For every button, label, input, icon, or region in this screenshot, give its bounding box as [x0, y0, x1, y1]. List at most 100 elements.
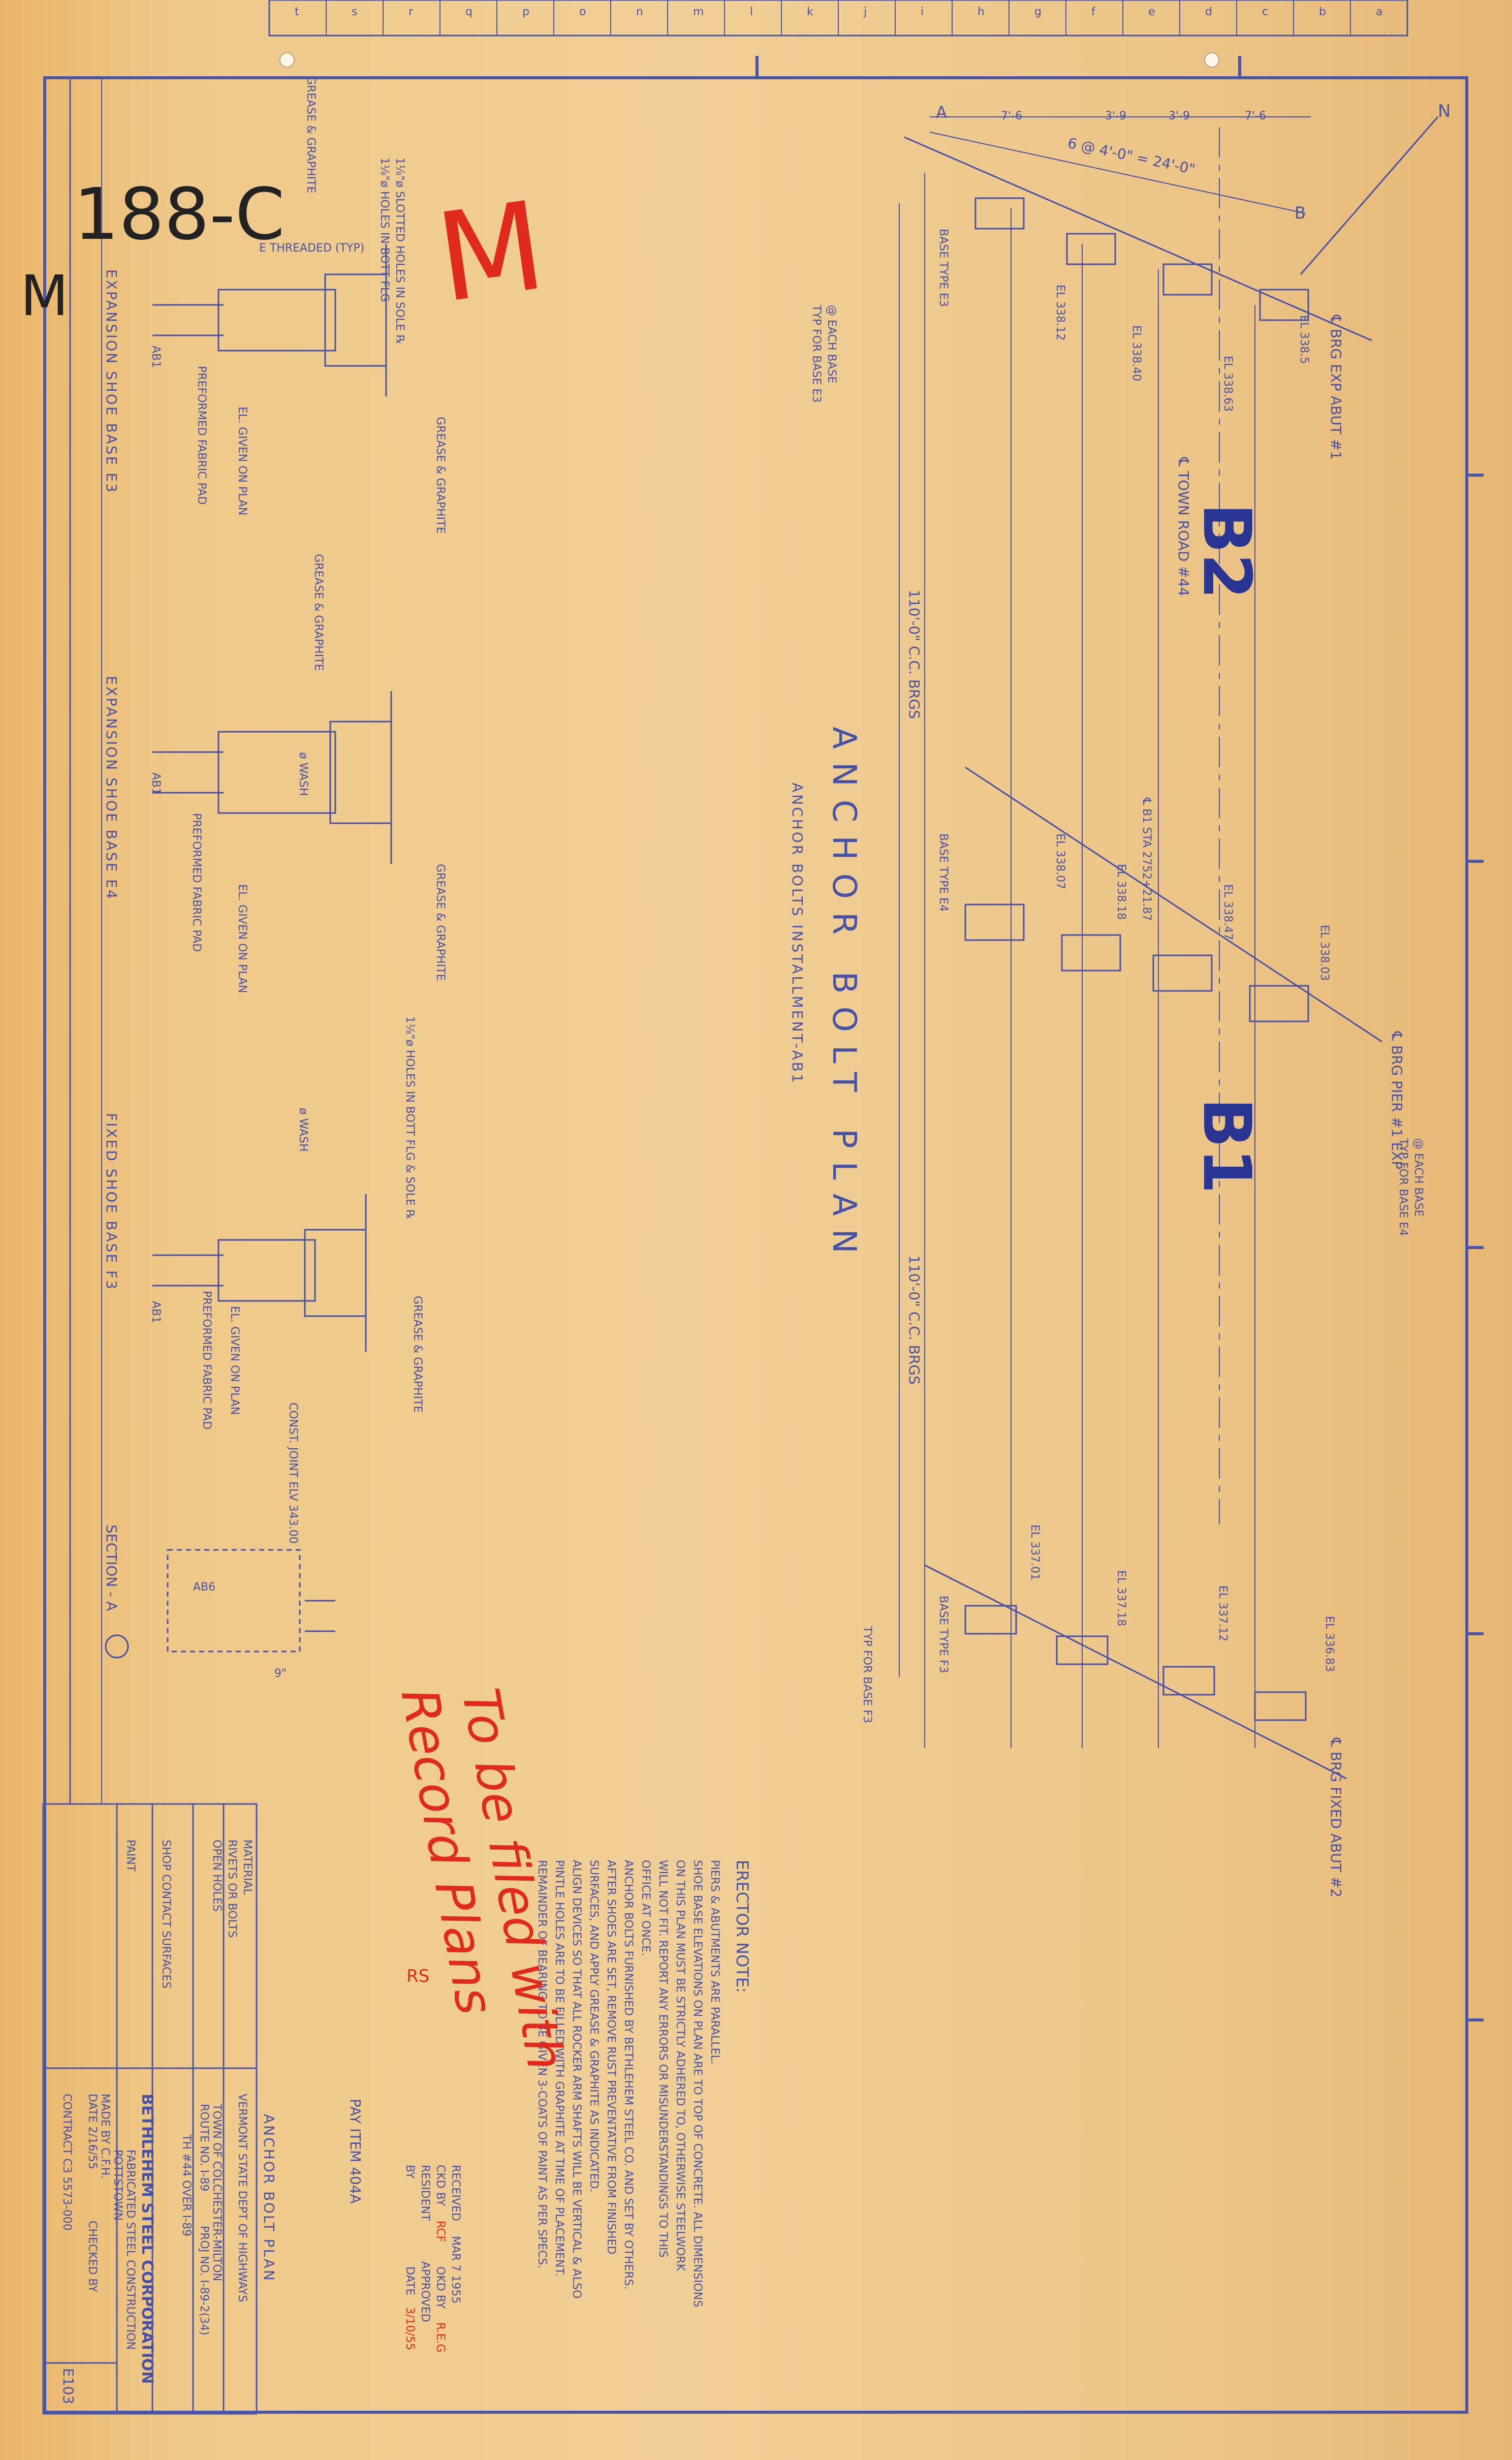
ruler-letter: e — [1148, 6, 1155, 18]
received-date: MAR 7 1955 — [449, 2236, 462, 2303]
sheet-ref-number: 188-C — [74, 173, 285, 256]
notes-header: ERECTOR NOTE: — [733, 1860, 752, 1993]
note-line: REMAINDER OF BEARING TO BE GIVEN 3-COATS… — [536, 1860, 548, 2268]
el-abut1-2: EL 338.40 — [1130, 325, 1143, 381]
okd-initials: R.E.G — [434, 2322, 447, 2352]
record-initials: RS — [406, 1966, 429, 1986]
axis-label-a: A — [936, 103, 947, 122]
holes-bott: 1⅛"ø HOLES IN BOTT FLG — [378, 158, 391, 302]
received-stamp: RECEIVED MAR 7 1955 CKD BY RCF OKD BY R.… — [347, 2099, 462, 2352]
anchor-bolt-plan — [899, 116, 1439, 1780]
grease-e3-top: GREASE & GRAPHITE — [304, 76, 317, 193]
ckd-by-label: CKD BY — [434, 2165, 447, 2206]
note-line: AFTER SHOES ARE SET, REMOVE RUST PREVENT… — [605, 1860, 617, 2254]
ruler-letter: h — [978, 6, 985, 18]
ruler-letter: o — [579, 6, 586, 18]
washer-e4: ø WASH — [297, 752, 309, 796]
span-label-b2: B2 — [1188, 503, 1266, 600]
date-value: 3/10/55 — [403, 2307, 416, 2350]
date-label: DATE — [403, 2266, 416, 2295]
el-given-e3: EL. GIVEN ON PLAN — [236, 407, 248, 515]
el-abut2-3: EL 337.12 — [1216, 1585, 1229, 1641]
bearing-line-pier1 — [965, 766, 1382, 1043]
tb-plant: POTTSTOWN — [111, 2150, 124, 2221]
station-label: ℄ B1 STA 2752+21.87 — [1140, 797, 1153, 921]
el-abut2-1: EL 337.01 — [1028, 1524, 1041, 1580]
typ-e4: TYP FOR BASE E4 — [1397, 1138, 1409, 1236]
ruler-letter: p — [522, 6, 529, 18]
note-line: ANCHOR BOLTS FURNISHED BY BETHLEHEM STEE… — [622, 1860, 635, 2290]
tb-division: FABRICATED STEEL CONSTRUCTION — [124, 2150, 137, 2350]
big-red-mark: M — [429, 174, 553, 330]
base-f3: BASE TYPE F3 — [937, 1596, 950, 1673]
ruler-letter: l — [750, 6, 753, 18]
dim-top-2: 3'-9 — [1105, 110, 1126, 122]
label-town-road: ℄ TOWN ROAD #44 — [1175, 457, 1192, 596]
e3-title: EXPANSION SHOE BASE E3 — [103, 269, 120, 494]
tb-structure: TOWN OF COLCHESTER-MILTON — [210, 2103, 223, 2281]
bearing-line-abut1 — [904, 136, 1372, 341]
bearing-line-abut2 — [924, 1564, 1347, 1780]
dim-top-4: 7'-6 — [1245, 110, 1266, 122]
plan-title: ANCHOR BOLT PLAN — [825, 727, 863, 1266]
note-line: ALIGN DEVICES SO THAT ALL ROCKER ARM SHA… — [570, 1860, 583, 2298]
section-ab: AB6 — [193, 1581, 215, 1594]
by-label: BY — [403, 2165, 416, 2179]
note-line: SURFACES, AND APPLY GREASE & GRAPHITE AS… — [587, 1860, 600, 2192]
el-abut1-3: EL 338.63 — [1221, 356, 1234, 412]
ruler-letter: b — [1319, 6, 1326, 18]
ruler-letter: i — [921, 6, 924, 18]
ruler-letter: d — [1205, 6, 1212, 18]
tb-paint: PAINT — [124, 1840, 137, 1872]
tb-rivets: RIVETS OR BOLTS — [226, 1840, 238, 1938]
tb-company: BETHLEHEM STEEL CORPORATION — [138, 2094, 156, 2384]
typ-f3: TYP FOR BASE F3 — [861, 1626, 873, 1723]
ab1-e3: AB1 — [149, 346, 162, 368]
margin-mark: M — [20, 263, 69, 328]
el-abut1-4: EL 338.5 — [1298, 315, 1310, 364]
grease-e3: GREASE & GRAPHITE — [434, 417, 447, 534]
ruler-letter: r — [408, 6, 414, 18]
tb-drawing-title: ANCHOR BOLT PLAN — [261, 2114, 277, 2282]
el-given-e4: EL. GIVEN ON PLAN — [236, 884, 248, 993]
dim-top-1: 7'-6 — [1001, 110, 1022, 122]
holes-bott-sole: 1⅛"ø HOLES IN BOTT FLG & SOLE ℞ — [403, 1016, 416, 1220]
el-pier-4: EL 338.03 — [1318, 925, 1331, 981]
ruler-letter: s — [352, 6, 357, 18]
grease-f3: GREASE & GRAPHITE — [411, 1296, 424, 1413]
resident-label: RESIDENT — [419, 2165, 431, 2221]
span-dim-2: 110'-0" C.C. BRGS — [906, 1255, 923, 1385]
grease-e4-top: GREASE & GRAPHITE — [312, 554, 325, 671]
note-line: WILL NOT FIT. REPORT ANY ERRORS OR MISUN… — [656, 1860, 669, 2258]
threaded-note: E THREADED (TYP) — [259, 242, 364, 255]
tb-contract: CONTRACT C3 5573-000 — [60, 2094, 73, 2231]
ruler-letter: t — [295, 6, 299, 18]
drawing-frame — [43, 76, 1468, 2414]
ruler-letter: c — [1262, 6, 1268, 18]
typ-e3: TYP FOR BASE E3 — [810, 304, 823, 402]
el-pier-2: EL 338.18 — [1115, 864, 1127, 920]
el-abut2-2: EL 337.18 — [1115, 1570, 1127, 1626]
approved-label: APPROVED — [419, 2261, 431, 2322]
ruler-letter: m — [693, 6, 704, 18]
slotted-holes: 1⅛"ø SLOTTED HOLES IN SOLE ℞ — [393, 158, 406, 345]
skew-dim: 6 @ 4'-0" = 24'-0" — [1066, 135, 1197, 178]
tb-date: DATE 2/16/55 — [86, 2094, 99, 2169]
tb-material: MATERIAL — [241, 1840, 254, 1895]
el-given-f3: EL. GIVEN ON PLAN — [228, 1306, 241, 1415]
okd-by-label: OKD BY — [434, 2266, 447, 2309]
grease-e4: GREASE & GRAPHITE — [434, 864, 447, 981]
ruler-letter: j — [863, 6, 867, 18]
tb-checked: CHECKED BY — [86, 2221, 99, 2292]
tb-made-by: MADE BY C.F.H. — [99, 2094, 111, 2179]
each-base-e3: @ EACH BASE — [825, 305, 838, 383]
ab1-f3: AB1 — [149, 1301, 162, 1323]
tb-open-holes: OPEN HOLES — [210, 1840, 223, 1912]
washer-f3: ø WASH — [297, 1108, 309, 1152]
el-abut1-1: EL 338.12 — [1054, 285, 1066, 340]
base-e3: BASE TYPE E3 — [937, 229, 950, 307]
tb-shop-paint: SHOP CONTACT SURFACES — [160, 1840, 172, 1988]
ruler-letter: n — [636, 6, 643, 18]
span-label-b1: B1 — [1188, 1098, 1266, 1194]
